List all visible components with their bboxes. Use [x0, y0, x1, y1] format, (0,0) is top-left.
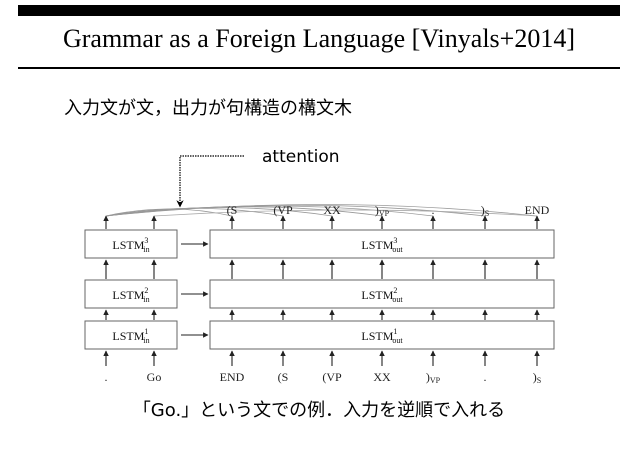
encoder-lstm-box-1 [84, 320, 178, 350]
title-divider [18, 67, 620, 69]
attention-arrow [176, 155, 244, 208]
encoder-lstm-box-2 [84, 279, 178, 309]
slide-subtitle: 入力文が文，出力が句構造の構文木 [64, 98, 352, 119]
attention-curve [153, 209, 538, 217]
decoder-input-token: )S [533, 370, 541, 385]
decoder-output-token: END [525, 203, 550, 217]
encoder-input-token: . [105, 370, 108, 384]
decoder-output-token: (VP [273, 203, 293, 217]
encoder-decoder-links [181, 241, 209, 338]
decoder-input-token: (S [278, 370, 289, 384]
decoder-input-token: )VP [426, 370, 441, 385]
decoder-output-token: (S [227, 203, 238, 217]
decoder-lstm-box-2 [209, 279, 555, 309]
encoder-lstm-box-3 [84, 229, 178, 259]
decoder-output-token: )S [481, 203, 489, 218]
decoder-lstm-box-1 [209, 320, 555, 350]
decoder-output-token: XX [323, 203, 341, 217]
attention-label: attention [262, 147, 340, 167]
attention-curves [105, 204, 538, 217]
decoder-input-token: END [220, 370, 245, 384]
top-bar [18, 5, 620, 16]
slide-caption: 「Go.」という文での例．入力を逆順で入れる [132, 400, 506, 421]
slide-title: Grammar as a Foreign Language [Vinyals+2… [62, 24, 575, 53]
decoder-output-token: . [432, 203, 435, 217]
decoder-lstm-box-3 [209, 229, 555, 259]
encoder-input-token: Go [147, 370, 162, 384]
decoder-input-token: XX [373, 370, 391, 384]
decoder-input-token: . [484, 370, 487, 384]
decoder-input-token: (VP [322, 370, 342, 384]
attention-curve [105, 204, 538, 217]
